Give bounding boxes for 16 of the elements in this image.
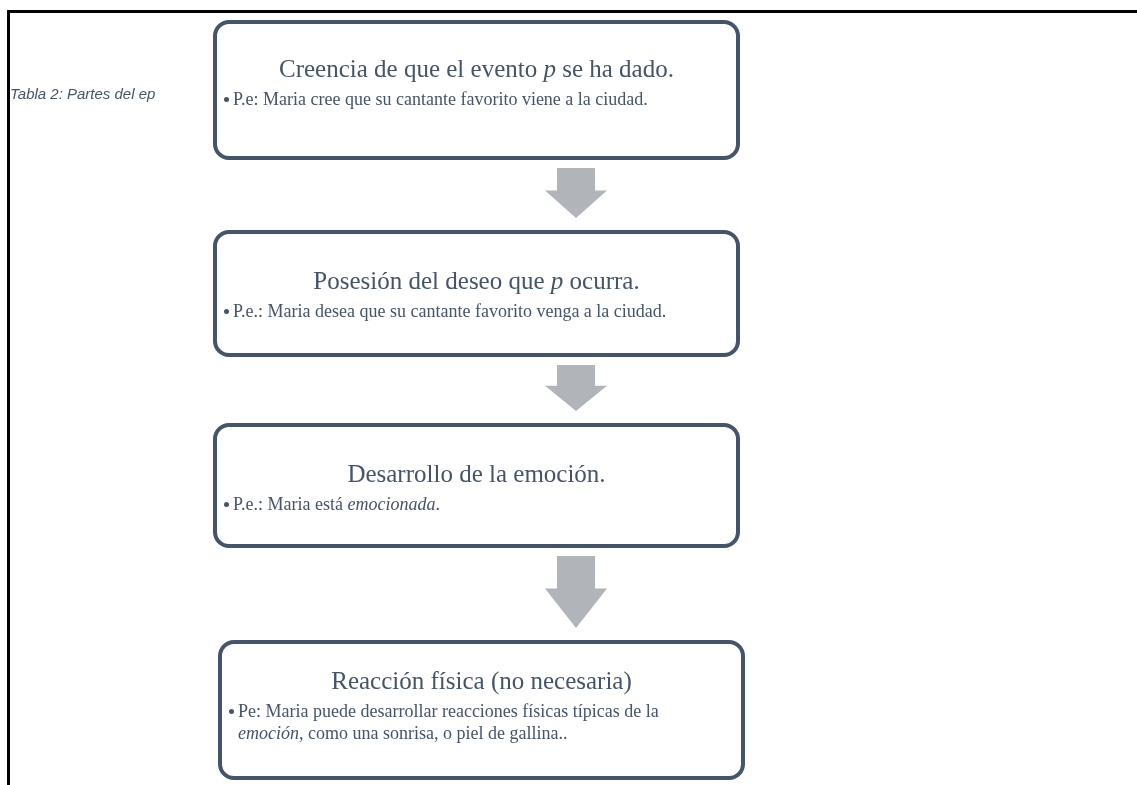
table-caption: Tabla 2: Partes del ep — [10, 84, 156, 104]
box-heading: Desarrollo de la emoción. — [346, 459, 607, 489]
process-box — [213, 20, 740, 160]
block-arrow — [545, 556, 607, 628]
process-box — [218, 640, 745, 780]
example-text: P.e.: Maria desea que su cantante favorito venga a la ciudad. — [233, 300, 667, 322]
box-heading: Reacción física (no necesaria) — [330, 666, 633, 696]
process-box — [213, 423, 740, 548]
box-heading: Creencia de que el evento p se ha dado. — [278, 54, 675, 84]
process-box — [213, 230, 740, 357]
block-arrow — [545, 365, 607, 411]
example-text: P.e.: Maria está emocionada. — [233, 493, 440, 515]
block-arrow — [545, 168, 607, 218]
box-heading: Posesión del deseo que p ocurra. — [312, 266, 641, 296]
example-text: P.e: Maria cree que su cantante favorito viene a la ciudad. — [233, 88, 648, 110]
example-text: Pe: Maria puede desarrollar reacciones físicas típicas de la emoción, como una sonrisa, o piel de gallina.. — [238, 700, 660, 744]
